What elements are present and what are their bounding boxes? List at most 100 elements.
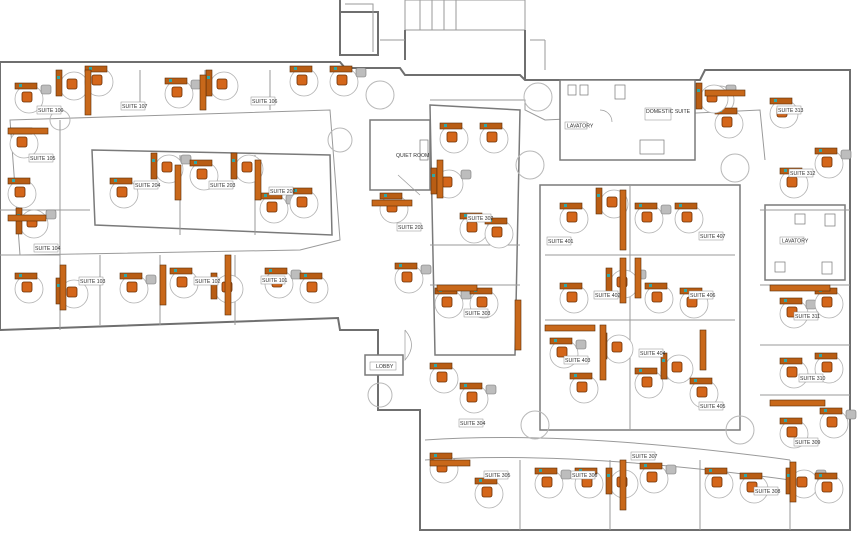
lobby-label: LOBBY	[376, 364, 394, 370]
lavatory-2-label: LAVATORY	[782, 239, 809, 245]
workstation	[164, 77, 202, 109]
svg-text:SUITE 201: SUITE 201	[398, 225, 423, 231]
suite-label-s102: SUITE 102	[193, 276, 220, 286]
credenza	[704, 89, 746, 97]
workstation	[819, 407, 857, 439]
workstation	[559, 282, 589, 314]
svg-text:SUITE 402: SUITE 402	[595, 293, 620, 299]
workstation	[779, 357, 809, 389]
suite-label-s304: SUITE 304	[458, 418, 485, 428]
credenza	[699, 329, 707, 371]
credenza	[7, 127, 49, 135]
credenza	[84, 69, 92, 116]
svg-text:SUITE 104: SUITE 104	[35, 246, 60, 252]
quiet-room: QUIET ROOM	[369, 119, 431, 196]
suite-label-s402: SUITE 402	[593, 290, 620, 300]
svg-text:SUITE 204: SUITE 204	[135, 183, 160, 189]
workstation	[439, 122, 469, 154]
suite-label-s305: SUITE 305	[483, 470, 510, 480]
credenza	[544, 324, 596, 332]
domestic-suite-label: DOMESTIC SUITE	[646, 109, 691, 115]
restroom-block-right: LAVATORY	[764, 204, 846, 281]
svg-text:SUITE 313: SUITE 313	[778, 108, 803, 114]
workstation	[289, 65, 319, 97]
svg-text:SUITE 306: SUITE 306	[572, 473, 597, 479]
credenza	[174, 164, 182, 201]
suite-label-s311: SUITE 311	[793, 311, 820, 321]
workstation	[704, 467, 734, 499]
svg-text:SUITE 103: SUITE 103	[80, 279, 105, 285]
workstation	[7, 177, 37, 209]
svg-text:SUITE 405: SUITE 405	[700, 404, 725, 410]
svg-text:SUITE 102: SUITE 102	[195, 279, 220, 285]
workstation	[714, 107, 744, 139]
svg-text:SUITE 107: SUITE 107	[122, 104, 147, 110]
suite-label-s204: SUITE 204	[133, 180, 160, 190]
svg-text:SUITE 312: SUITE 312	[790, 171, 815, 177]
suite-label-s100: SUITE 100	[36, 105, 63, 115]
credenza	[789, 461, 797, 503]
suite-label-s401: SUITE 401	[546, 236, 573, 246]
credenza	[619, 189, 627, 251]
workstation	[674, 202, 704, 234]
credenza	[619, 257, 627, 304]
svg-text:SUITE 101: SUITE 101	[262, 278, 287, 284]
svg-text:SUITE 406: SUITE 406	[690, 293, 715, 299]
suite-label-s104: SUITE 104	[33, 243, 60, 253]
workstation	[379, 192, 409, 224]
workstation	[639, 462, 677, 494]
workstation	[55, 69, 89, 101]
svg-text:SUITE 100: SUITE 100	[38, 108, 63, 114]
svg-text:SUITE 304: SUITE 304	[460, 421, 485, 427]
lavatory-1-label: LAVATORY	[567, 124, 594, 130]
svg-text:SUITE 307: SUITE 307	[632, 454, 657, 460]
svg-text:SUITE 305: SUITE 305	[485, 473, 510, 479]
credenza	[429, 459, 471, 467]
workstation	[644, 282, 674, 314]
workstation	[484, 217, 514, 249]
svg-text:SUITE 404: SUITE 404	[640, 351, 665, 357]
credenza	[7, 214, 47, 222]
workstation	[299, 272, 329, 304]
suite-label-s203: SUITE 203	[208, 180, 235, 190]
svg-text:SUITE 401: SUITE 401	[548, 239, 573, 245]
workstation	[205, 69, 239, 101]
workstation	[15, 207, 57, 239]
restroom-block-top: LAVATORY DOMESTIC SUITE	[559, 79, 696, 161]
workstation	[109, 177, 139, 209]
credenza	[436, 159, 444, 199]
suite-label-s107: SUITE 107	[120, 101, 147, 111]
suite-label-s106: SUITE 106	[250, 96, 277, 106]
svg-text:SUITE 303: SUITE 303	[465, 311, 490, 317]
furniture-layer	[7, 65, 857, 511]
suite-label-s306: SUITE 306	[570, 470, 597, 480]
credenza	[769, 399, 826, 407]
suite-label-s406: SUITE 406	[688, 290, 715, 300]
suite-label-s404: SUITE 404	[638, 348, 665, 358]
workstation	[429, 452, 459, 484]
workstation	[634, 202, 672, 234]
quiet-room-label: QUIET ROOM	[396, 153, 429, 159]
suite-label-s407: SUITE 407	[698, 231, 725, 241]
suite-label-s313: SUITE 313	[776, 105, 803, 115]
credenza	[769, 284, 831, 292]
workstation	[814, 147, 852, 179]
workstation	[534, 467, 572, 499]
svg-text:SUITE 309: SUITE 309	[795, 440, 820, 446]
svg-text:SUITE 202: SUITE 202	[270, 189, 295, 195]
workstation	[84, 65, 114, 97]
workstation	[169, 267, 199, 299]
suite-label-s101: SUITE 101	[260, 275, 287, 285]
suite-label-s103: SUITE 103	[78, 276, 105, 286]
svg-text:SUITE 203: SUITE 203	[210, 183, 235, 189]
svg-text:SUITE 106: SUITE 106	[252, 99, 277, 105]
suite-label-s309: SUITE 309	[793, 437, 820, 447]
credenza	[59, 264, 67, 311]
svg-text:SUITE 105: SUITE 105	[30, 156, 55, 162]
credenza	[371, 199, 413, 207]
credenza	[436, 284, 478, 292]
credenza	[199, 74, 207, 111]
suite-label-s312: SUITE 312	[788, 168, 815, 178]
